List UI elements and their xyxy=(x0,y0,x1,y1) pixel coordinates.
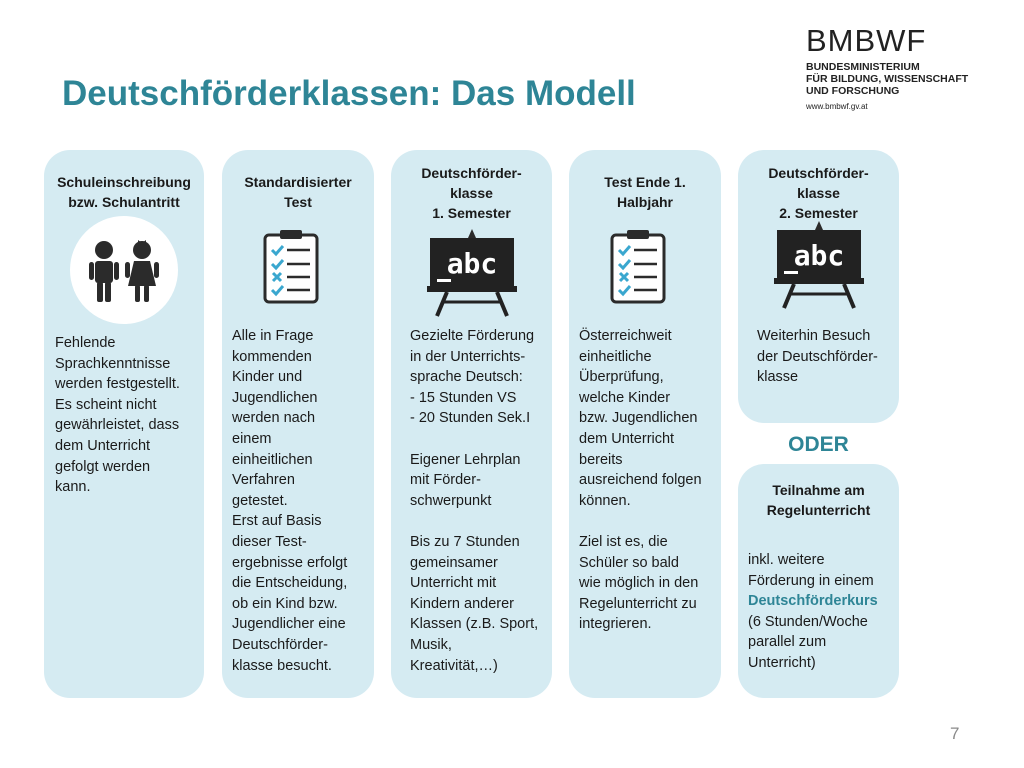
card-text: Österreichweit einheitliche Überprüfung,… xyxy=(579,328,702,633)
card-text: Weiterhin Besuch der Deutschförder- klas… xyxy=(757,328,878,386)
checklist-icon xyxy=(609,230,667,309)
card-heading: Teilnahme am Regelunterricht xyxy=(766,482,871,518)
card-heading: Deutschförder- klasse 1. Semester xyxy=(421,165,522,221)
page-number: 7 xyxy=(950,724,960,743)
slide-title: Deutschförderklassen: Das Modell xyxy=(62,74,636,113)
children-icon xyxy=(68,216,180,329)
logo-url: www.bmbwf.gv.at xyxy=(806,102,868,111)
step-card-standardized-test: Standardisierter Test Alle in Frage komm… xyxy=(222,150,374,698)
chalkboard-abc-icon: abc xyxy=(427,226,517,323)
logo-name: BMBWF xyxy=(806,23,927,58)
card-heading: Deutschförder- klasse 2. Semester xyxy=(768,165,869,221)
step-card-class-semester-1: Deutschförder- klasse 1. Semester abc Ge… xyxy=(391,150,552,698)
card-heading: Standardisierter Test xyxy=(244,174,352,210)
card-text: Fehlende Sprachkenntnisse werden festges… xyxy=(55,335,180,496)
card-text-after: (6 Stunden/Woche parallel zum Unterricht… xyxy=(748,613,868,671)
chalkboard-abc-icon: abc xyxy=(774,218,864,315)
card-heading: Schuleinschreibung bzw. Schulantritt xyxy=(57,174,191,210)
chalkboard-text: abc xyxy=(794,239,845,272)
card-text: Alle in Frage kommenden Kinder und Jugen… xyxy=(232,328,348,674)
card-text: Gezielte Förderung in der Unterrichts- s… xyxy=(410,328,539,674)
step-card-class-semester-2: Deutschförder- klasse 2. Semester abc We… xyxy=(738,150,899,423)
step-card-test-end-half-year: Test Ende 1. Halbjahr Österreichweit ein… xyxy=(569,150,721,698)
bmbwf-logo: BMBWF BUNDESMINISTERIUM FÜR BILDUNG, WIS… xyxy=(806,23,986,112)
card-text: inkl. weitere Förderung in einem Deutsch… xyxy=(748,550,898,674)
card-heading: Test Ende 1. Halbjahr xyxy=(604,174,686,210)
chalkboard-text: abc xyxy=(447,247,498,280)
step-card-regular-class: Teilnahme am Regelunterricht inkl. weite… xyxy=(738,464,899,698)
step-card-registration: Schuleinschreibung bzw. Schulantritt Feh… xyxy=(44,150,204,698)
checklist-icon xyxy=(262,230,320,309)
card-text-before: inkl. weitere Förderung in einem xyxy=(748,552,874,589)
oder-label: ODER xyxy=(788,433,849,456)
deutschfoerderkurs-highlight: Deutschförderkurs xyxy=(748,593,878,610)
logo-subtitle: BUNDESMINISTERIUM FÜR BILDUNG, WISSENSCH… xyxy=(806,61,969,97)
